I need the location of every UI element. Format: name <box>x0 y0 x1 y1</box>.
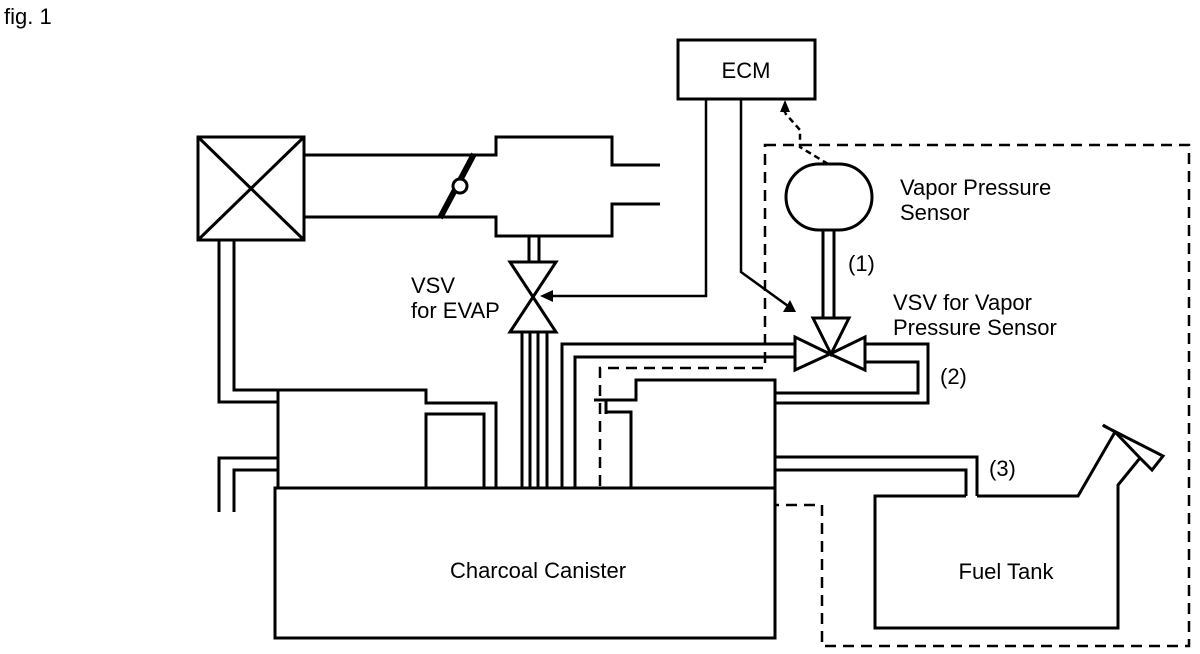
vapor-pressure-sensor-label-1: Vapor Pressure <box>900 175 1051 200</box>
port-3-label: (3) <box>989 456 1016 481</box>
charcoal-canister-label: Charcoal Canister <box>450 558 626 583</box>
vsv-vapor-left-pipe <box>560 342 795 488</box>
vapor-system-boundary <box>598 143 1191 648</box>
vapor-pressure-sensor-label-2: Sensor <box>900 200 970 225</box>
ecm-to-vsv-evap-signal <box>540 99 708 302</box>
vapor-pressure-sensor: Vapor Pressure Sensor <box>784 162 1051 232</box>
vsv-vapor-label-1: VSV for Vapor <box>893 290 1032 315</box>
vsv-vapor-label-2: Pressure Sensor <box>893 315 1057 340</box>
port-3-pipe <box>775 455 979 496</box>
port-1-label: (1) <box>848 251 875 276</box>
vsv-evap-label-1: VSV <box>411 273 455 298</box>
left-canister-chamber <box>276 388 498 488</box>
canister-vent-pipe <box>217 456 278 512</box>
sensor-signal-line <box>780 100 829 166</box>
figure-label: fig. 1 <box>4 4 52 29</box>
charcoal-canister: Charcoal Canister <box>273 486 777 640</box>
port-1-line <box>821 230 836 318</box>
intake-pipe <box>304 135 660 238</box>
vsv-vapor-pressure <box>793 316 867 373</box>
vsv-evap-label-2: for EVAP <box>411 298 500 323</box>
port-2-pipe <box>775 342 930 405</box>
right-canister-chamber <box>594 378 777 488</box>
ecm-to-vsv-vapor-signal <box>739 99 796 312</box>
air-cleaner-pipe <box>217 240 278 404</box>
air-cleaner <box>196 135 306 242</box>
ecm-box: ECM <box>676 38 817 101</box>
port-2-label: (2) <box>940 364 967 389</box>
vsv-evap <box>507 236 559 488</box>
ecm-label: ECM <box>722 58 771 83</box>
fuel-tank-label: Fuel Tank <box>959 559 1055 584</box>
fuel-tank: Fuel Tank <box>873 423 1166 630</box>
throttle-valve <box>437 152 477 220</box>
